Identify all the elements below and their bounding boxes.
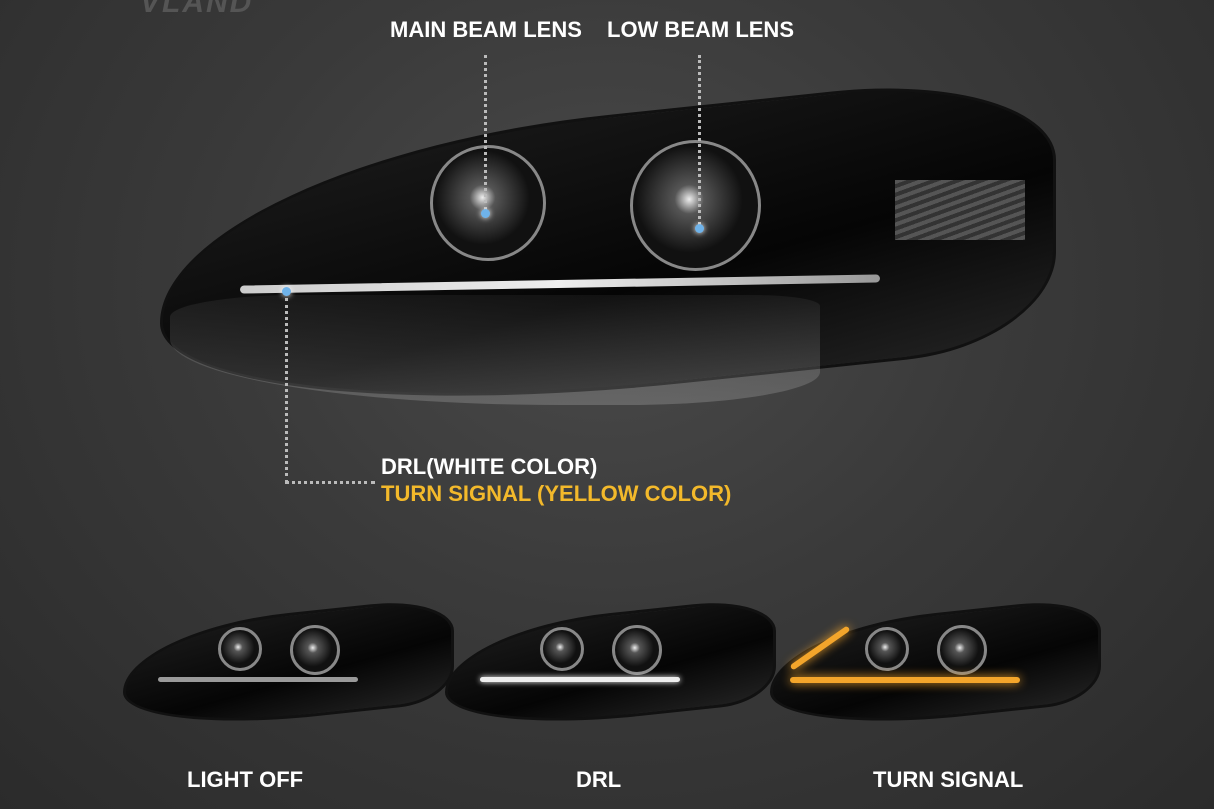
drl-strip [480,677,680,682]
main-beam-leader [484,55,487,210]
main-beam-marker [481,209,490,218]
low-beam-leader [698,55,701,225]
variant-label: TURN SIGNAL [873,767,1024,792]
light-off-headlight-image [118,595,454,737]
turn-signal-strip [790,677,1020,683]
drl-strip [158,677,358,682]
drl-leader-vertical [285,298,288,483]
variant-label: DRL [576,767,622,792]
drl-label: DRL(WHITE COLOR) [381,454,598,479]
main-beam-label: MAIN BEAM LENS [390,17,582,42]
low-beam-marker [695,224,704,233]
low-beam-label: LOW BEAM LENS [607,17,794,42]
turn-signal-headlight-image [765,595,1101,737]
brand-logo: VLAND [140,0,254,19]
main-headlight-image [150,67,1065,439]
drl-marker [282,287,291,296]
main-beam-projector [430,145,546,261]
drl-headlight-image [440,595,776,737]
drl-leader-horizontal [285,481,375,484]
low-beam-projector [630,140,761,271]
side-indicator [895,180,1025,240]
turn-signal-label: TURN SIGNAL (YELLOW COLOR) [381,481,732,506]
variant-label: LIGHT OFF [187,767,304,792]
